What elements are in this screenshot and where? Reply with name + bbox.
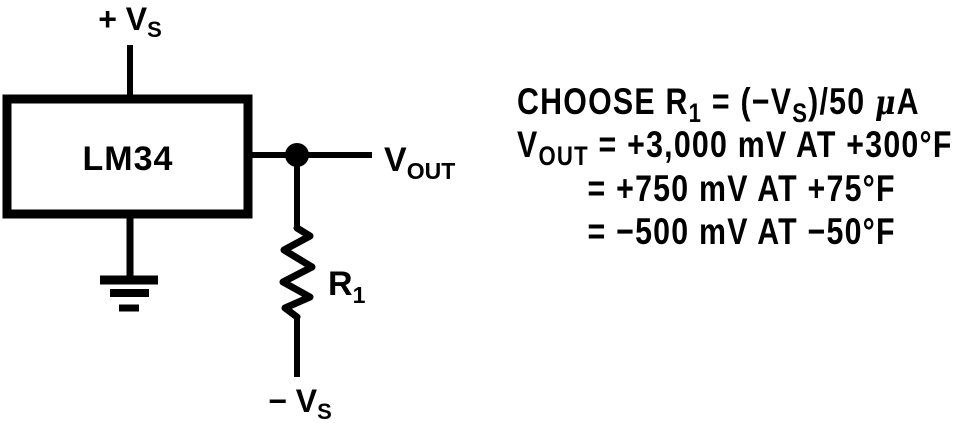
equation-block: CHOOSE R1 = (−VS)/50 μA VOUT = +3,000 mV… [517, 81, 953, 253]
junction-dot [285, 143, 309, 167]
equation-line-2: VOUT = +3,000 mV AT +300°F [517, 124, 953, 171]
ground-symbol [100, 216, 158, 312]
wiring [2, 45, 372, 377]
resistor-r1-symbol [279, 224, 316, 321]
supply-neg-label: − VS [268, 383, 332, 423]
r1-label: R1 [328, 265, 366, 308]
equation-line-1: CHOOSE R1 = (−VS)/50 μA [517, 81, 920, 128]
lm34-label: LM34 [83, 140, 174, 178]
equation-line-4: = −500 mV AT −50°F [588, 211, 896, 253]
equation-line-3: = +750 mV AT +75°F [588, 168, 896, 210]
supply-pos-label: + VS [98, 1, 162, 42]
vout-label: VOUT [384, 141, 455, 184]
